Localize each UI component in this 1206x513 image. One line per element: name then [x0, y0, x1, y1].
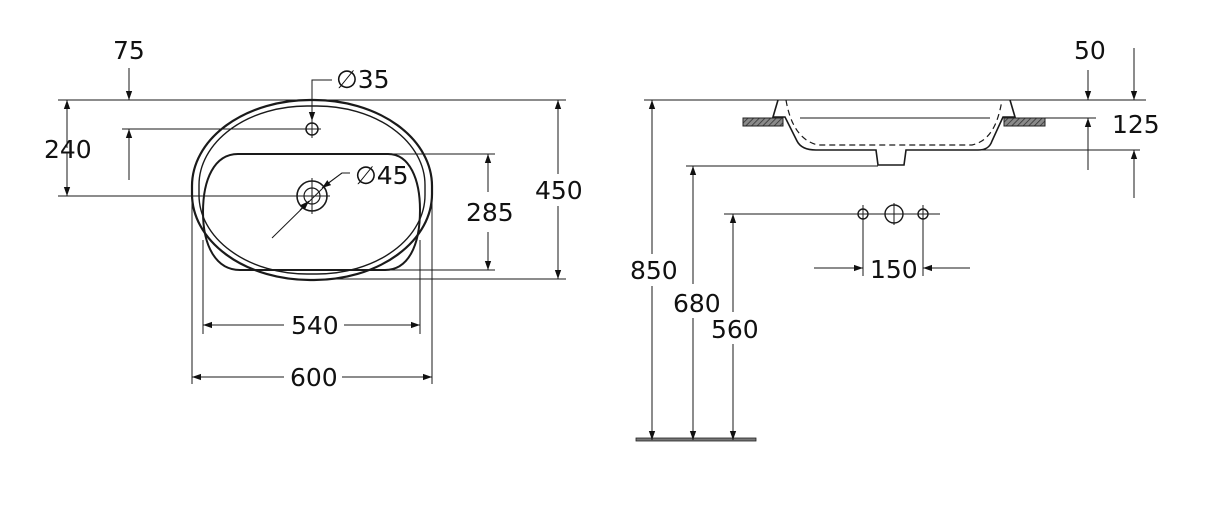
- dim-overflow-height-label: 240: [44, 135, 92, 164]
- basin-hidden-line: [785, 99, 1003, 146]
- side-view: 50 125 850 680 560 1: [630, 36, 1160, 442]
- dim-top-offset-label: 75: [113, 36, 145, 65]
- dim-tap-spacing-label: 150: [870, 255, 918, 284]
- dim-overflow-height: 240: [44, 100, 92, 196]
- dim-rim-height-label: 50: [1074, 36, 1106, 65]
- dim-install-height: 850: [630, 100, 678, 440]
- dim-top-offset: 75: [113, 36, 145, 180]
- dim-supply-height-label: 560: [711, 315, 759, 344]
- dim-drain-height-label: 680: [673, 289, 721, 318]
- floor-base: [635, 437, 757, 442]
- dim-supply-height: 560: [711, 214, 759, 440]
- dim-inner-depth: 285: [466, 154, 514, 270]
- dim-outer-width: 600: [192, 363, 432, 392]
- dim-rim-height: 50: [1074, 36, 1106, 170]
- dim-install-height-label: 850: [630, 256, 678, 285]
- dim-inner-depth-label: 285: [466, 198, 514, 227]
- dim-bowl-depth: 125: [1112, 48, 1160, 198]
- dim-drain-diameter-label: ∅45: [355, 161, 409, 190]
- dim-drain-diameter: ∅45: [271, 161, 409, 239]
- tap-holes: [853, 203, 940, 276]
- counter-slab-right: [1003, 117, 1046, 127]
- dim-tap-spacing: 150: [814, 255, 970, 284]
- counter-slab-left: [742, 117, 784, 127]
- plan-view: 75 ∅35 240 ∅45 285: [44, 36, 583, 392]
- dim-bowl-depth-label: 125: [1112, 110, 1160, 139]
- bowl-outline: [201, 153, 422, 271]
- plan-extension-lines: [58, 99, 566, 384]
- dim-outer-depth-label: 450: [535, 176, 583, 205]
- dim-overflow-diameter-label: ∅35: [336, 65, 390, 94]
- dim-inner-width: 540: [203, 311, 420, 340]
- dim-overflow-diameter: ∅35: [308, 65, 390, 121]
- basin-profile: [771, 99, 1017, 166]
- dim-inner-width-label: 540: [291, 311, 339, 340]
- dim-drain-height: 680: [673, 166, 721, 440]
- dim-outer-width-label: 600: [290, 363, 338, 392]
- dim-outer-depth: 450: [535, 100, 583, 279]
